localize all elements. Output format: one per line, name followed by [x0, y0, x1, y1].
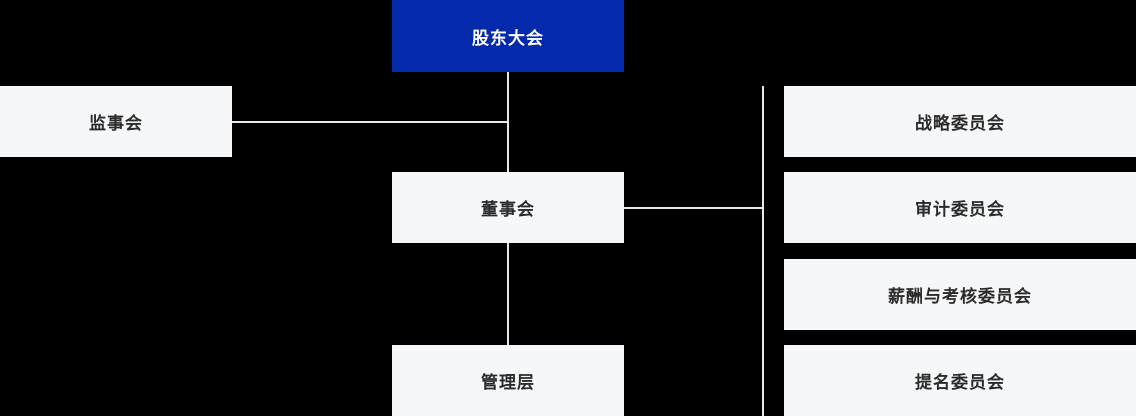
node-board-of-directors[interactable]: 董事会: [392, 172, 624, 243]
node-nomination-committee[interactable]: 提名委员会: [784, 345, 1136, 416]
node-management[interactable]: 管理层: [392, 345, 624, 416]
node-strategy-committee[interactable]: 战略委员会: [784, 86, 1136, 157]
node-audit-committee[interactable]: 审计委员会: [784, 172, 1136, 243]
node-board-of-supervisors[interactable]: 监事会: [0, 86, 232, 157]
node-shareholders-meeting[interactable]: 股东大会: [392, 0, 624, 72]
connector-board-to-management: [507, 243, 509, 345]
connector-board-to-committees: [624, 207, 764, 209]
node-remuneration-committee[interactable]: 薪酬与考核委员会: [784, 259, 1136, 330]
connector-committees-spine: [762, 86, 764, 416]
connector-supervisors-to-trunk: [232, 121, 509, 123]
